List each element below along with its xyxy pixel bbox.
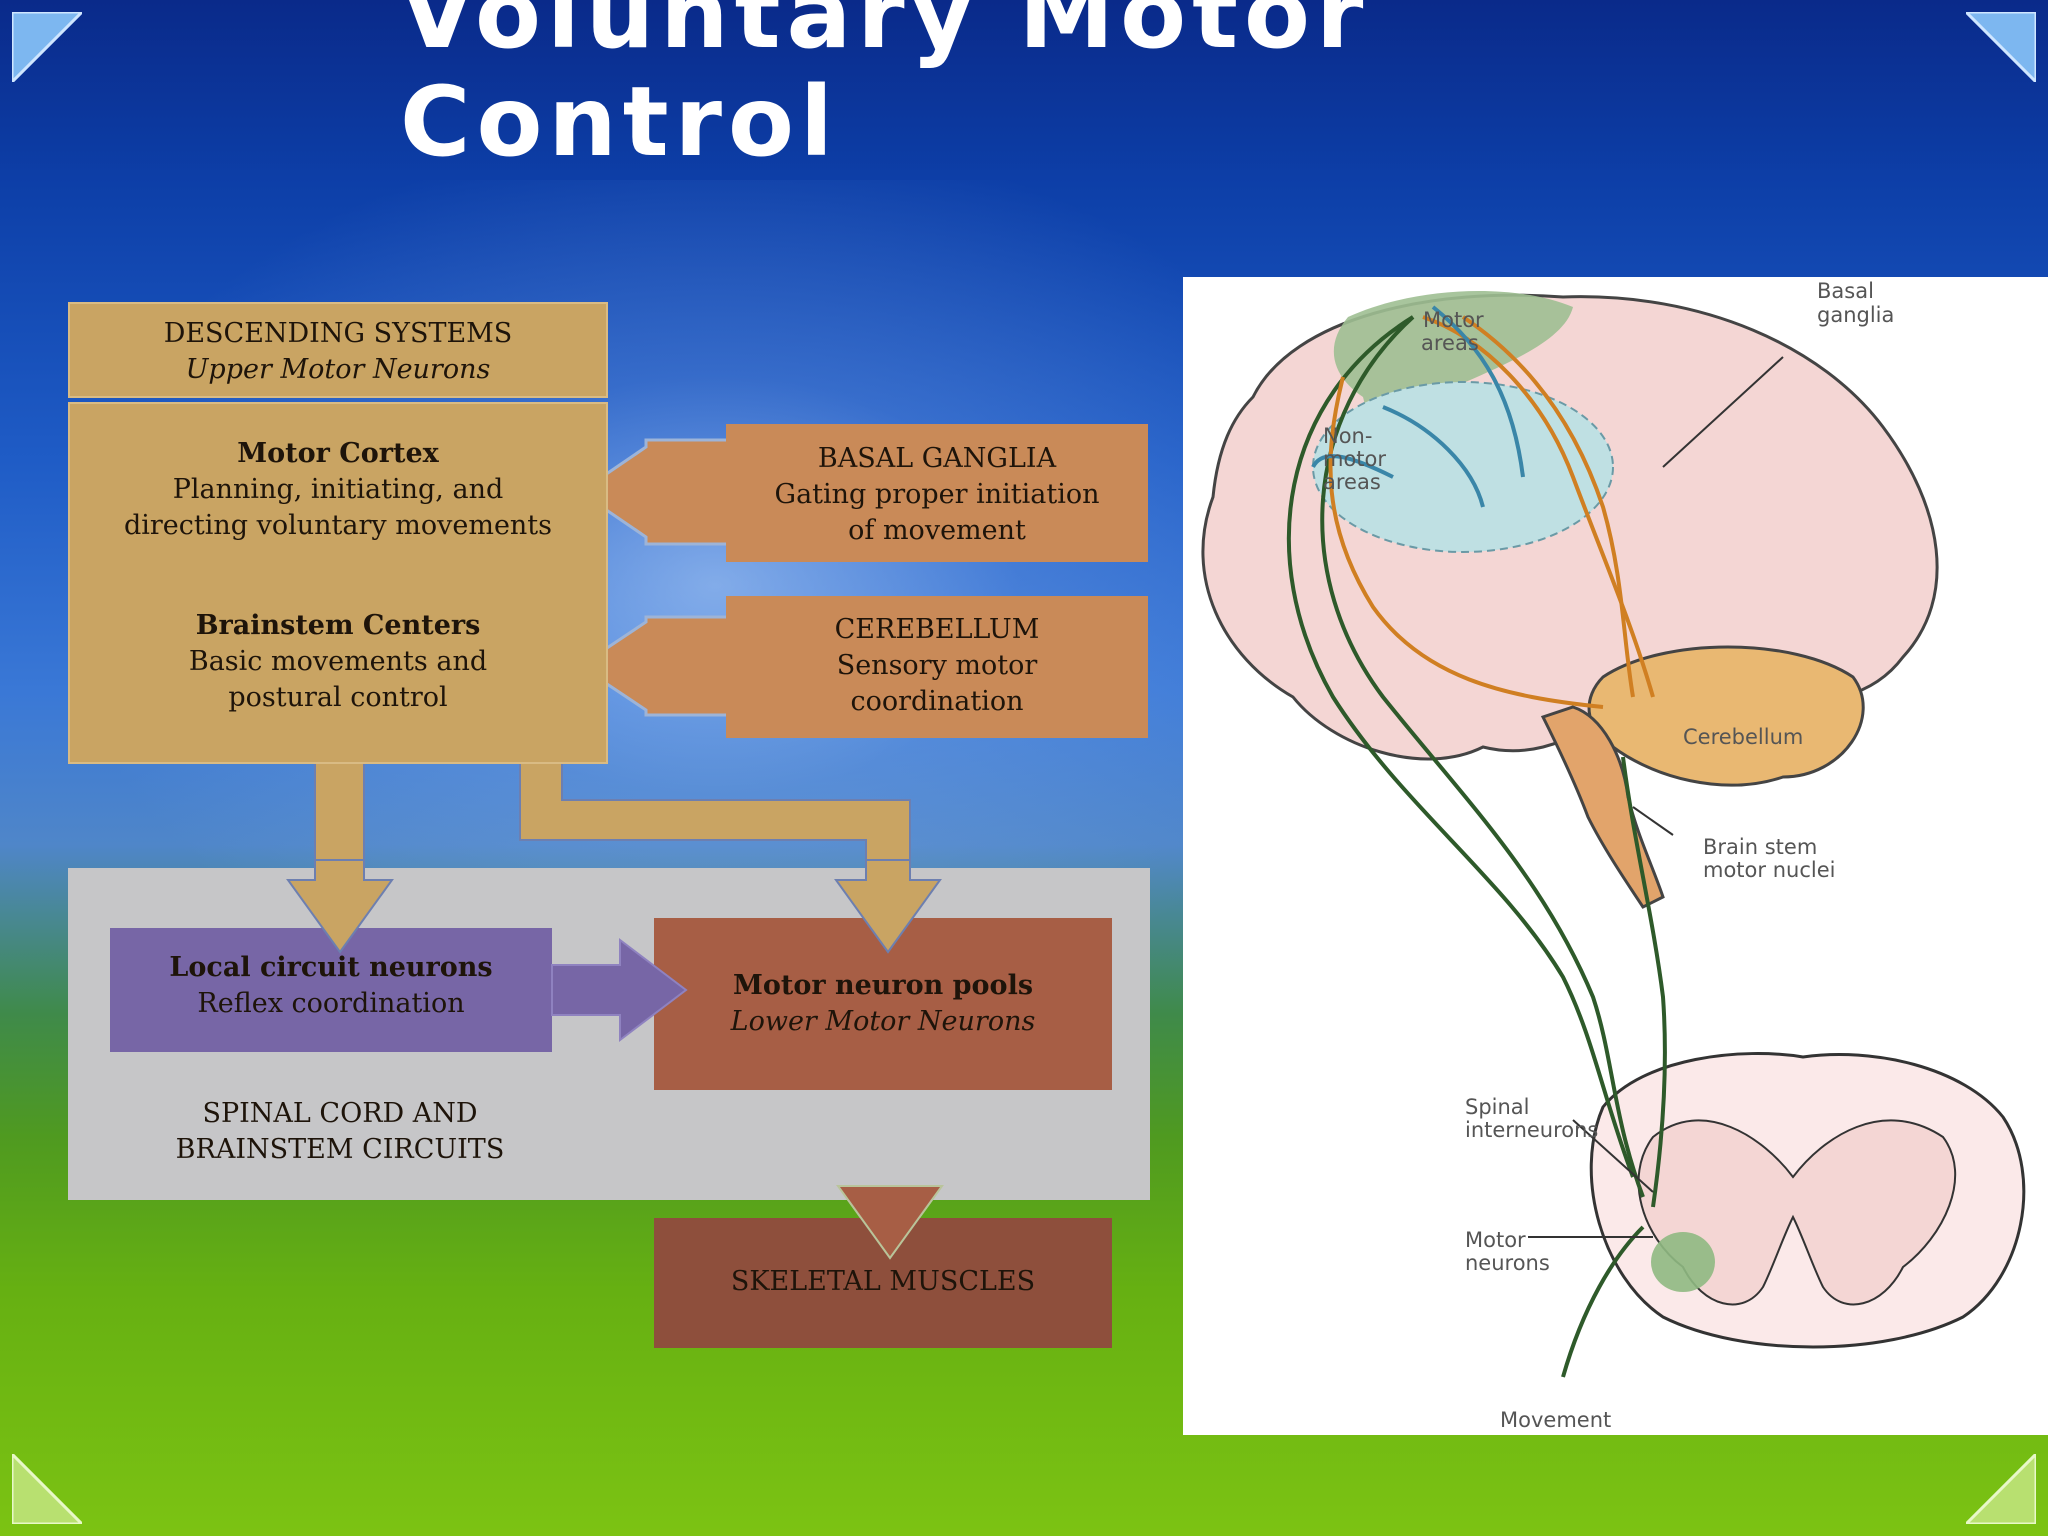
label-brain-stem-1: Brain stem xyxy=(1703,835,1817,859)
local-circuit-title: Local circuit neurons xyxy=(169,952,493,983)
motor-neuron-pools-subtitle: Lower Motor Neurons xyxy=(730,1006,1036,1037)
arrow-basal-to-cortex xyxy=(577,438,730,546)
label-basal-ganglia-2: ganglia xyxy=(1817,303,1894,327)
motor-neuron-pools-title: Motor neuron pools xyxy=(732,970,1034,1001)
brainstem-desc-1: Basic movements and xyxy=(188,646,488,677)
motor-cortex-block: Motor Cortex Planning, initiating, and d… xyxy=(70,436,606,544)
label-basal-ganglia-1: Basal xyxy=(1817,279,1874,303)
label-motor-neurons-2: neurons xyxy=(1465,1251,1550,1275)
basal-ganglia-title: BASAL GANGLIA xyxy=(817,443,1057,474)
cerebellum-title: CEREBELLUM xyxy=(834,614,1040,645)
blue-pathways xyxy=(1311,305,1525,508)
label-cerebellum: Cerebellum xyxy=(1683,725,1803,749)
descending-systems-box: DESCENDING SYSTEMS Upper Motor Neurons xyxy=(68,302,608,398)
brainstem-block: Brainstem Centers Basic movements and po… xyxy=(70,608,606,716)
motor-cortex-desc-1: Planning, initiating, and xyxy=(172,474,504,505)
title-line-2: Control xyxy=(400,66,839,178)
brain-figure-panel: Motor areas Basal ganglia Non- motor are… xyxy=(1183,277,2048,1435)
descending-title: DESCENDING SYSTEMS xyxy=(163,318,513,349)
corner-bottom-left-icon xyxy=(12,1454,82,1524)
brainstem-desc-2: postural control xyxy=(228,682,448,713)
local-circuit-desc: Reflex coordination xyxy=(197,988,465,1019)
label-movement: Movement xyxy=(1500,1408,1611,1432)
basal-ganglia-box: BASAL GANGLIA Gating proper initiation o… xyxy=(726,424,1148,562)
title-line-1: Voluntary Motor xyxy=(400,0,1370,70)
brainstem-shape xyxy=(1540,705,1665,909)
arrow-descending-to-pools-head xyxy=(834,859,942,954)
spinal-cord-line-2: BRAINSTEM CIRCUITS xyxy=(175,1134,505,1165)
brain-illustration: Motor areas Basal ganglia Non- motor are… xyxy=(1201,279,2026,1432)
motor-cortex-title: Motor Cortex xyxy=(237,438,439,469)
arrow-pools-to-muscles-head xyxy=(836,1185,944,1260)
corner-top-left-icon xyxy=(12,12,82,82)
brainstem-title: Brainstem Centers xyxy=(195,610,481,641)
slide-title: Voluntary Motor Control xyxy=(400,0,1369,176)
arrow-descending-to-local-head xyxy=(286,859,394,954)
basal-ganglia-desc-1: Gating proper initiation xyxy=(774,479,1100,510)
label-non-motor-2: motor xyxy=(1323,447,1386,471)
corner-top-right-icon xyxy=(1966,12,2036,82)
green-pathways xyxy=(1286,315,1667,1378)
label-motor-areas-2: areas xyxy=(1421,331,1479,355)
label-spinal-interneurons-2: interneurons xyxy=(1465,1118,1598,1142)
cerebellum-desc-1: Sensory motor xyxy=(836,650,1038,681)
spinal-cord-label: SPINAL CORD AND BRAINSTEM CIRCUITS xyxy=(90,1096,590,1176)
label-non-motor-3: areas xyxy=(1323,470,1381,494)
spinal-cord-line-1: SPINAL CORD AND xyxy=(202,1098,478,1129)
skeletal-muscles-title: SKELETAL MUSCLES xyxy=(730,1266,1036,1297)
local-circuit-box: Local circuit neurons Reflex coordinatio… xyxy=(110,928,552,1052)
motor-cortex-desc-2: directing voluntary movements xyxy=(123,510,553,541)
descending-subtitle: Upper Motor Neurons xyxy=(185,354,491,385)
motor-brainstem-box: Motor Cortex Planning, initiating, and d… xyxy=(68,402,608,764)
cerebellum-box: CEREBELLUM Sensory motor coordination xyxy=(726,596,1148,738)
arrow-cerebellum-to-brainstem xyxy=(577,615,730,717)
arrow-local-to-pools-overlay xyxy=(551,937,688,1043)
spinal-gray-matter xyxy=(1637,1119,1957,1306)
label-motor-areas-1: Motor xyxy=(1423,308,1484,332)
motor-neuron-pool-shape xyxy=(1651,1232,1715,1292)
leader-lines xyxy=(1528,356,1784,1238)
label-motor-neurons-1: Motor xyxy=(1465,1228,1526,1252)
label-brain-stem-2: motor nuclei xyxy=(1703,858,1835,882)
basal-ganglia-desc-2: of movement xyxy=(848,515,1026,546)
label-non-motor-1: Non- xyxy=(1323,424,1372,448)
cerebellum-desc-2: coordination xyxy=(850,686,1024,717)
orange-pathways xyxy=(1328,315,1655,709)
label-spinal-interneurons-1: Spinal xyxy=(1465,1095,1530,1119)
corner-bottom-right-icon xyxy=(1966,1454,2036,1524)
